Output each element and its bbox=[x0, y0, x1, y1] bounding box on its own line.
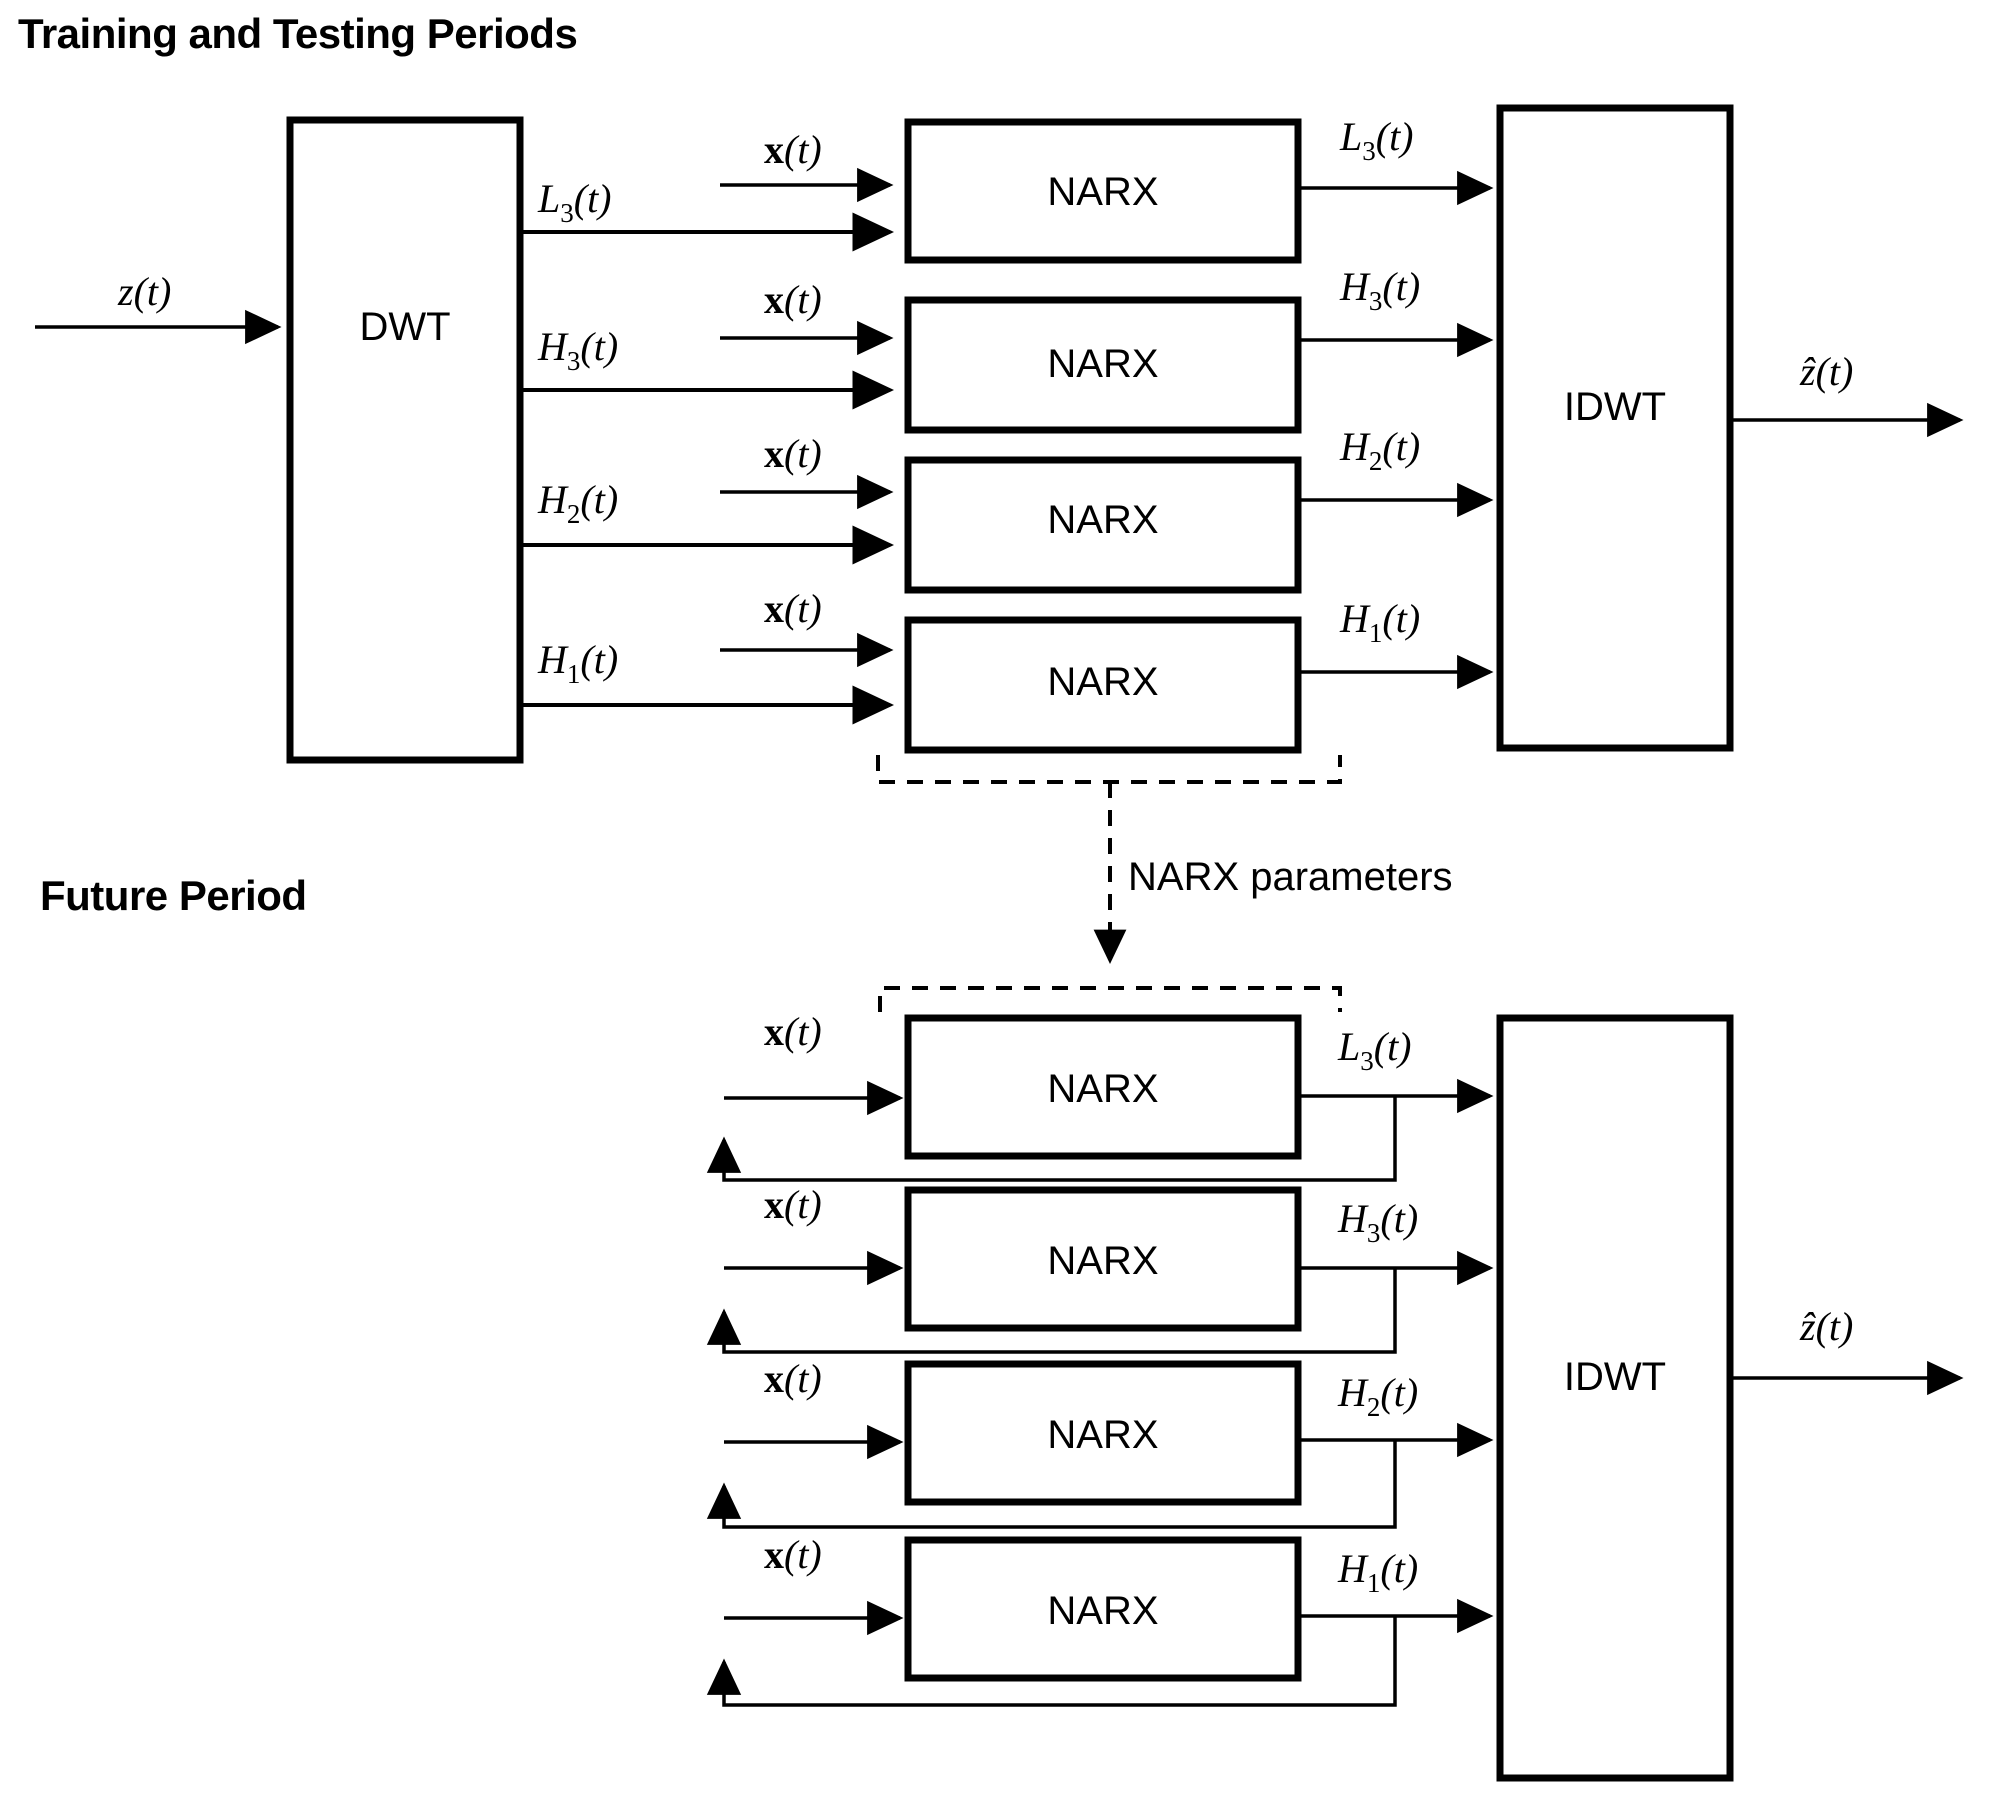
narx-block-H1-future[interactable] bbox=[904, 1536, 1302, 1682]
label-x-exog-f1: x(t) bbox=[764, 1009, 822, 1054]
label-H1-out: H1(t) bbox=[1339, 596, 1420, 648]
branch-H3-training: H3(t) x(t) NARX H3(t) bbox=[520, 264, 1494, 434]
heading-training-testing: Training and Testing Periods bbox=[18, 10, 577, 57]
label-L3-in: L3(t) bbox=[537, 176, 612, 228]
label-zhat-out-training: ẑ(t) bbox=[1799, 349, 1853, 394]
feedback-path-H1 bbox=[706, 1616, 1397, 1707]
label-H2-out: H2(t) bbox=[1339, 424, 1420, 476]
narx-block-H2-training[interactable] bbox=[904, 456, 1302, 594]
branch-H2-future: x(t) NARX H2(t) bbox=[706, 1356, 1494, 1529]
narx-label: NARX bbox=[1047, 498, 1158, 542]
branch-L3-future: x(t) NARX L3(t) bbox=[706, 1009, 1494, 1182]
narx-label: NARX bbox=[1047, 1067, 1158, 1111]
label-H3-out-future: H3(t) bbox=[1337, 1196, 1418, 1248]
feedback-path-H3 bbox=[706, 1268, 1397, 1354]
idwt-block-future[interactable] bbox=[1496, 1014, 1734, 1782]
narx-label: NARX bbox=[1047, 342, 1158, 386]
idwt-label: IDWT bbox=[1564, 1355, 1666, 1399]
input-signal-z: z(t) bbox=[35, 269, 282, 345]
branch-H3-future: x(t) NARX H3(t) bbox=[706, 1182, 1494, 1354]
narx-label: NARX bbox=[1047, 1239, 1158, 1283]
branch-H1-future: x(t) NARX H1(t) bbox=[706, 1532, 1494, 1707]
label-x-exog-f3: x(t) bbox=[764, 1356, 822, 1401]
narx-block-L3-future[interactable] bbox=[904, 1014, 1302, 1160]
label-zhat-out-future: ẑ(t) bbox=[1799, 1304, 1853, 1349]
narx-parameters-label: NARX parameters bbox=[1128, 855, 1453, 899]
narx-block-H2-future[interactable] bbox=[904, 1360, 1302, 1506]
narx-block-L3-training[interactable] bbox=[904, 118, 1302, 264]
label-z-in: z(t) bbox=[117, 269, 171, 314]
label-H3-out: H3(t) bbox=[1339, 264, 1420, 316]
feedback-path-H2 bbox=[706, 1440, 1397, 1529]
feedback-path-L3 bbox=[706, 1096, 1397, 1182]
branch-H2-training: H2(t) x(t) NARX H2(t) bbox=[520, 424, 1494, 594]
narx-parameters-link: NARX parameters bbox=[876, 755, 1453, 965]
dwt-label: DWT bbox=[359, 305, 450, 349]
narx-label: NARX bbox=[1047, 1589, 1158, 1633]
narx-label: NARX bbox=[1047, 170, 1158, 214]
heading-future-period: Future Period bbox=[40, 872, 307, 919]
output-signal-zhat-future: ẑ(t) bbox=[1730, 1304, 1964, 1396]
label-x-exog-4: x(t) bbox=[764, 586, 822, 631]
dwt-block[interactable] bbox=[286, 116, 524, 764]
narx-block-H3-future[interactable] bbox=[904, 1186, 1302, 1332]
idwt-block-training[interactable] bbox=[1496, 104, 1734, 752]
output-signal-zhat-training: ẑ(t) bbox=[1730, 349, 1964, 438]
label-x-exog-1: x(t) bbox=[764, 127, 822, 172]
label-L3-out: L3(t) bbox=[1339, 114, 1414, 166]
narx-block-H3-training[interactable] bbox=[904, 296, 1302, 434]
narx-block-H1-training[interactable] bbox=[904, 616, 1302, 754]
label-x-exog-f4: x(t) bbox=[764, 1532, 822, 1577]
label-x-exog-2: x(t) bbox=[764, 277, 822, 322]
label-H1-out-future: H1(t) bbox=[1337, 1546, 1418, 1598]
label-H2-out-future: H2(t) bbox=[1337, 1370, 1418, 1422]
label-H1-in: H1(t) bbox=[537, 637, 618, 689]
label-x-exog-3: x(t) bbox=[764, 431, 822, 476]
narx-parameters-target-bracket bbox=[878, 986, 1342, 1012]
branch-H1-training: H1(t) x(t) NARX H1(t) bbox=[520, 586, 1494, 754]
label-L3-out-future: L3(t) bbox=[1337, 1024, 1412, 1076]
label-H2-in: H2(t) bbox=[537, 477, 618, 529]
branch-L3-training: L3(t) x(t) NARX L3(t) bbox=[520, 114, 1494, 264]
label-x-exog-f2: x(t) bbox=[764, 1182, 822, 1227]
narx-label: NARX bbox=[1047, 660, 1158, 704]
label-H3-in: H3(t) bbox=[537, 324, 618, 376]
narx-label: NARX bbox=[1047, 1413, 1158, 1457]
idwt-label: IDWT bbox=[1564, 385, 1666, 429]
